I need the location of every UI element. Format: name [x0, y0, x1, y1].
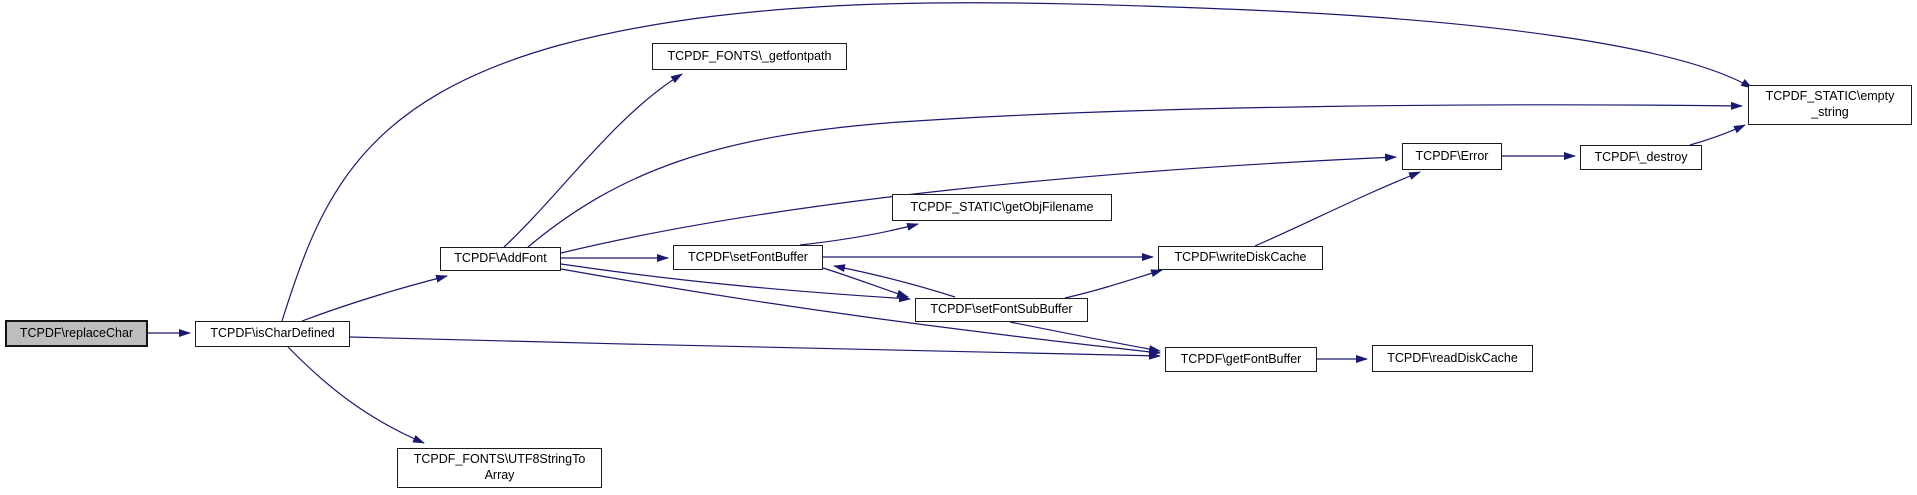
node-tcpdf-replacechar: TCPDF\replaceChar: [5, 320, 148, 347]
edge-destroy-emptystring: [1689, 124, 1746, 146]
edge-setfontsubbuffer-setfontbuffer: [833, 264, 956, 298]
node-label: TCPDF\getFontBuffer: [1180, 351, 1302, 366]
node-tcpdf-getfontbuffer[interactable]: TCPDF\getFontBuffer: [1165, 347, 1317, 372]
edge-ischardefined-emptystring: [281, 2, 1753, 322]
node-tcpdf-setfontbuffer[interactable]: TCPDF\setFontBuffer: [673, 245, 823, 270]
edge-setfontbuffer-getobjfilename: [799, 223, 919, 246]
node-tcpdf-fonts-utf8stringtoarray[interactable]: TCPDF_FONTS\UTF8StringTo Array: [397, 448, 602, 488]
node-label: TCPDF_STATIC\getObjFilename: [910, 199, 1094, 214]
node-label: TCPDF\setFontBuffer: [688, 249, 808, 264]
node-label: TCPDF\Error: [1415, 148, 1489, 163]
node-label-line1: TCPDF_FONTS\UTF8StringTo: [413, 452, 586, 467]
node-tcpdf-static-empty-string[interactable]: TCPDF_STATIC\empty _string: [1748, 85, 1912, 125]
edge-ischardefined-utf8stringtoarray: [287, 346, 425, 444]
node-tcpdf-fonts-getfontpath[interactable]: TCPDF_FONTS\_getfontpath: [652, 43, 847, 70]
node-tcpdf-addfont[interactable]: TCPDF\AddFont: [440, 247, 561, 271]
node-label: TCPDF\setFontSubBuffer: [930, 302, 1073, 317]
node-label-line1: TCPDF_STATIC\empty: [1765, 89, 1895, 104]
node-tcpdf-static-getobjfilename[interactable]: TCPDF_STATIC\getObjFilename: [892, 194, 1112, 221]
node-label-line2: _string: [1811, 105, 1849, 119]
node-tcpdf-ischardefined[interactable]: TCPDF\isCharDefined: [195, 321, 350, 347]
node-tcpdf-writediskcache[interactable]: TCPDF\writeDiskCache: [1158, 246, 1323, 270]
edge-addfont-getfontpath: [503, 73, 683, 248]
node-tcpdf-error[interactable]: TCPDF\Error: [1402, 143, 1502, 170]
node-tcpdf-setfontsubbuffer[interactable]: TCPDF\setFontSubBuffer: [915, 298, 1088, 322]
node-label: TCPDF\readDiskCache: [1387, 350, 1518, 365]
node-label: TCPDF\isCharDefined: [210, 326, 335, 341]
edge-ischardefined-getfontbuffer: [349, 336, 1161, 360]
edge-setfontsubbuffer-getfontbuffer: [1009, 321, 1161, 353]
edge-addfont-setfontsubbuffer: [560, 263, 911, 303]
edge-writediskcache-error: [1254, 171, 1421, 247]
edge-setfontbuffer-setfontsubbuffer: [822, 267, 909, 298]
node-label: TCPDF_FONTS\_getfontpath: [667, 48, 832, 63]
node-label: TCPDF\replaceChar: [19, 325, 134, 340]
edge-ischardefined-addfont: [301, 274, 448, 322]
node-label: TCPDF\_destroy: [1594, 149, 1688, 164]
node-label: TCPDF\writeDiskCache: [1174, 250, 1307, 265]
edge-addfont-error: [560, 153, 1397, 254]
node-label: TCPDF\AddFont: [454, 251, 547, 266]
node-label-line2: Array: [484, 468, 515, 482]
node-tcpdf-readdiskcache[interactable]: TCPDF\readDiskCache: [1372, 345, 1533, 372]
node-tcpdf-destroy[interactable]: TCPDF\_destroy: [1580, 145, 1702, 170]
edge-addfont-getfontbuffer: [560, 268, 1161, 356]
edge-setfontsubbuffer-writediskcache: [1064, 269, 1163, 299]
edge-addfont-emptystring: [527, 101, 1743, 248]
